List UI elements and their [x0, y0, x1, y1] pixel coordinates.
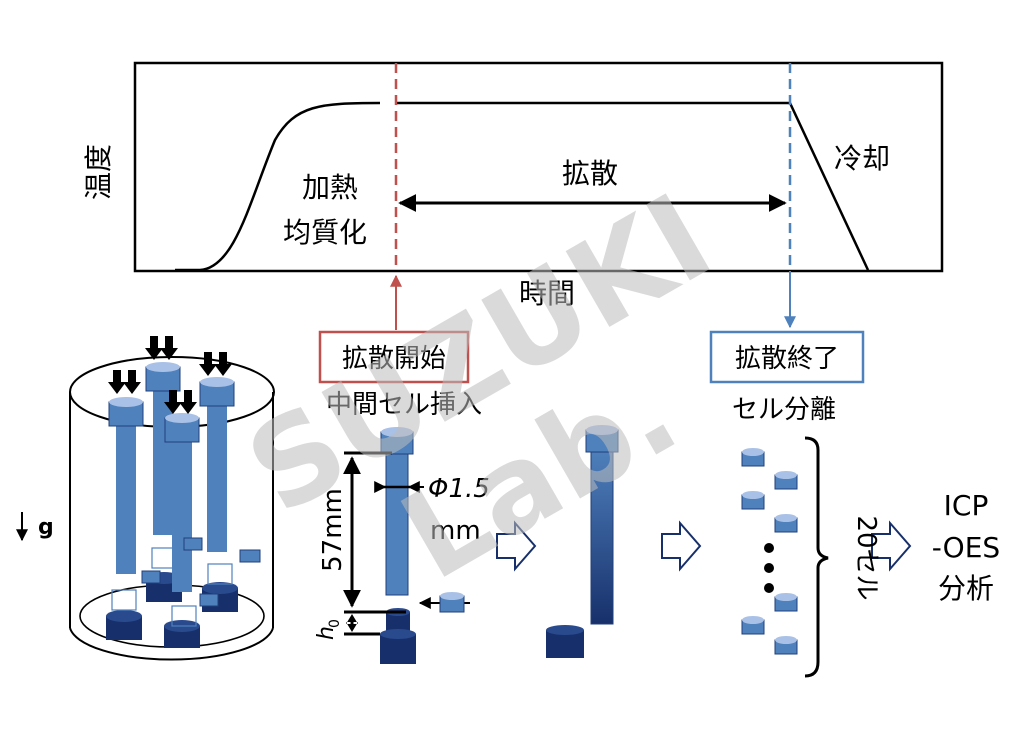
process-arrow-2: [661, 520, 702, 572]
heating-label: 加熱: [302, 171, 358, 204]
process-arrow-3: [871, 520, 912, 572]
x-axis-label: 時間: [519, 277, 575, 310]
diffusion-end-box: 拡散終了: [709, 330, 865, 384]
analysis-label-line1: ICP: [944, 489, 989, 522]
h0-label: h 0: [314, 619, 343, 640]
analysis-label-line2: -OES: [932, 531, 1000, 564]
insert-cell-label: 中間セル挿入: [326, 390, 482, 420]
graph-frame: [133, 61, 944, 273]
length-label: 57mm: [318, 488, 348, 572]
separated-cells: [741, 448, 798, 655]
svg-text:h: h: [314, 626, 339, 640]
homogenization-label: 均質化: [283, 216, 367, 249]
analysis-label-line3: 分析: [938, 572, 994, 605]
diffusion-start-box: 拡散開始: [318, 330, 470, 384]
cell-count-label: 20セル: [851, 515, 881, 600]
gravity-label: g: [38, 515, 54, 540]
diffusion-end-text: 拡散終了: [735, 344, 839, 374]
cooling-label: 冷却: [834, 142, 890, 175]
diameter-unit-label: mm: [430, 516, 481, 546]
diffused-tube: [546, 425, 619, 658]
push-arrows: [108, 336, 232, 414]
dimensioned-tube: 57mm Φ1.5 mm h 0: [314, 427, 490, 664]
crucible-assembly: [69, 336, 275, 661]
svg-text:0: 0: [327, 619, 343, 628]
tube-1: [108, 397, 144, 574]
y-axis-label: 温度: [82, 144, 115, 200]
cells-bracket: [804, 436, 829, 678]
diffusion-start-text: 拡散開始: [342, 344, 446, 374]
inserted-small-cells: [141, 537, 261, 607]
diameter-label: Φ1.5: [428, 474, 490, 504]
temperature-time-graph: 加熱 均質化 拡散 冷却 時間 温度: [82, 61, 944, 310]
process-arrow-1: [496, 520, 537, 572]
diffusion-label: 拡散: [562, 157, 618, 190]
cell-separation-label: セル分離: [732, 395, 836, 425]
heating-curve: [175, 101, 381, 272]
gravity-indicator: g: [16, 512, 54, 542]
tube-3: [199, 377, 235, 552]
tube-4: [164, 413, 200, 592]
